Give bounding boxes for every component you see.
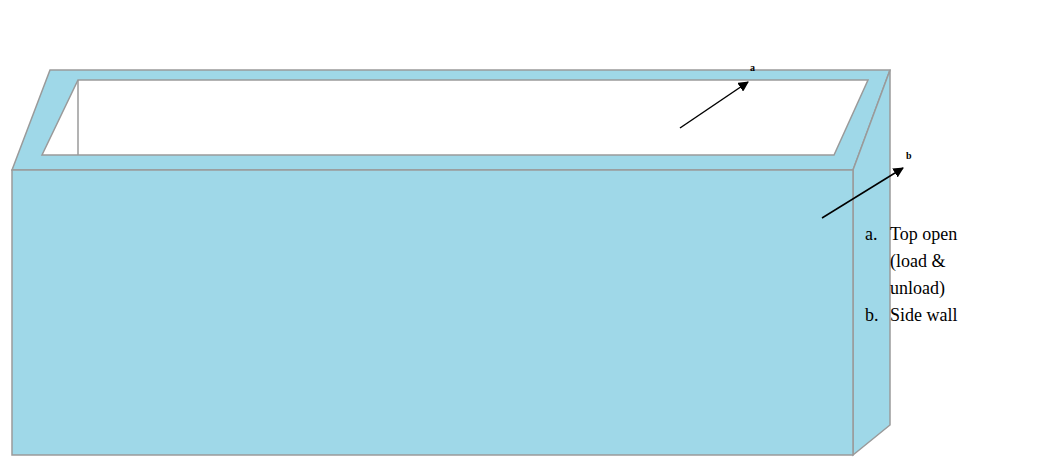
inner-corner xyxy=(77,80,79,155)
legend-marker: a. xyxy=(865,221,878,248)
leader-arrow xyxy=(822,168,903,218)
callout-letter: b xyxy=(906,150,912,162)
callout-letter: a xyxy=(750,62,755,74)
top-rim xyxy=(12,70,890,170)
legend-text: Top open (load & unload) xyxy=(890,221,990,302)
legend-text: Side wall xyxy=(890,302,1050,329)
leader-arrow xyxy=(680,82,748,128)
top-opening xyxy=(42,80,868,155)
legend-marker: b. xyxy=(865,302,879,329)
front-wall xyxy=(12,170,853,455)
side-wall-right xyxy=(853,70,890,455)
